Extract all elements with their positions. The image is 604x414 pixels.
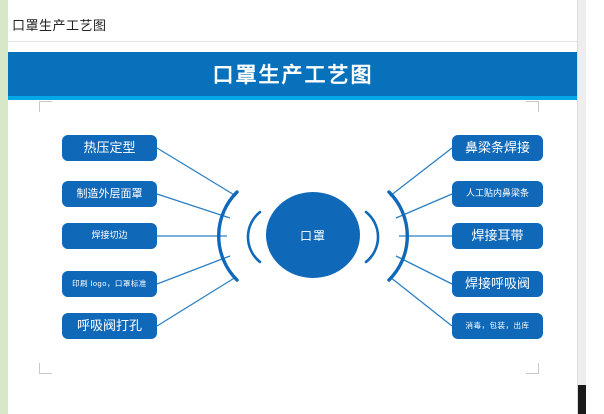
process-node-label: 焊接呼吸阀 xyxy=(464,275,530,291)
process-diagram: 口罩 热压定型 制造外层面罩 焊接切边 印刷 logo，口罩标准 呼吸阀打孔 鼻… xyxy=(8,100,578,380)
document-title: 口罩生产工艺图 xyxy=(12,18,107,33)
crop-mark-bottom-right xyxy=(526,363,539,374)
banner-underline xyxy=(8,96,578,100)
process-node-label: 焊接切边 xyxy=(91,230,128,241)
process-node-left-5[interactable]: 呼吸阀打孔 xyxy=(62,313,157,339)
process-node-right-3[interactable]: 焊接耳带 xyxy=(452,223,543,249)
process-node-left-2[interactable]: 制造外层面罩 xyxy=(62,181,157,207)
process-node-right-1[interactable]: 鼻梁条焊接 xyxy=(452,135,543,161)
document-page: 口罩生产工艺图 口罩生产工艺图 xyxy=(8,0,578,414)
process-node-label: 人工贴内鼻梁条 xyxy=(465,188,529,199)
crop-mark-top-right xyxy=(526,101,539,112)
left-edge-strip xyxy=(0,0,8,414)
diagram-banner: 口罩生产工艺图 xyxy=(8,52,578,96)
process-node-label: 焊接耳带 xyxy=(471,227,524,243)
process-node-right-4[interactable]: 焊接呼吸阀 xyxy=(452,271,543,297)
process-node-label: 鼻梁条焊接 xyxy=(464,139,530,155)
process-node-left-1[interactable]: 热压定型 xyxy=(62,135,157,161)
banner-title: 口罩生产工艺图 xyxy=(212,64,374,87)
process-node-label: 印刷 logo，口罩标准 xyxy=(72,278,147,288)
process-node-label: 制造外层面罩 xyxy=(76,187,143,200)
title-divider xyxy=(8,41,578,42)
process-node-label: 呼吸阀打孔 xyxy=(76,317,142,333)
process-node-label: 热压定型 xyxy=(83,139,136,155)
process-node-left-4[interactable]: 印刷 logo，口罩标准 xyxy=(62,271,157,297)
vertical-scrollbar-track[interactable] xyxy=(577,0,586,414)
vertical-scrollbar-thumb[interactable] xyxy=(578,385,586,414)
diagram-hub[interactable]: 口罩 xyxy=(266,192,360,278)
process-node-right-2[interactable]: 人工贴内鼻梁条 xyxy=(452,181,543,207)
crop-mark-bottom-left xyxy=(39,363,52,374)
process-node-right-5[interactable]: 消毒，包装，出库 xyxy=(452,313,543,339)
process-node-left-3[interactable]: 焊接切边 xyxy=(62,223,157,249)
crop-mark-top-left xyxy=(39,101,52,112)
diagram-connectors xyxy=(156,147,453,327)
hub-label: 口罩 xyxy=(299,228,326,243)
process-node-label: 消毒，包装，出库 xyxy=(465,320,530,330)
